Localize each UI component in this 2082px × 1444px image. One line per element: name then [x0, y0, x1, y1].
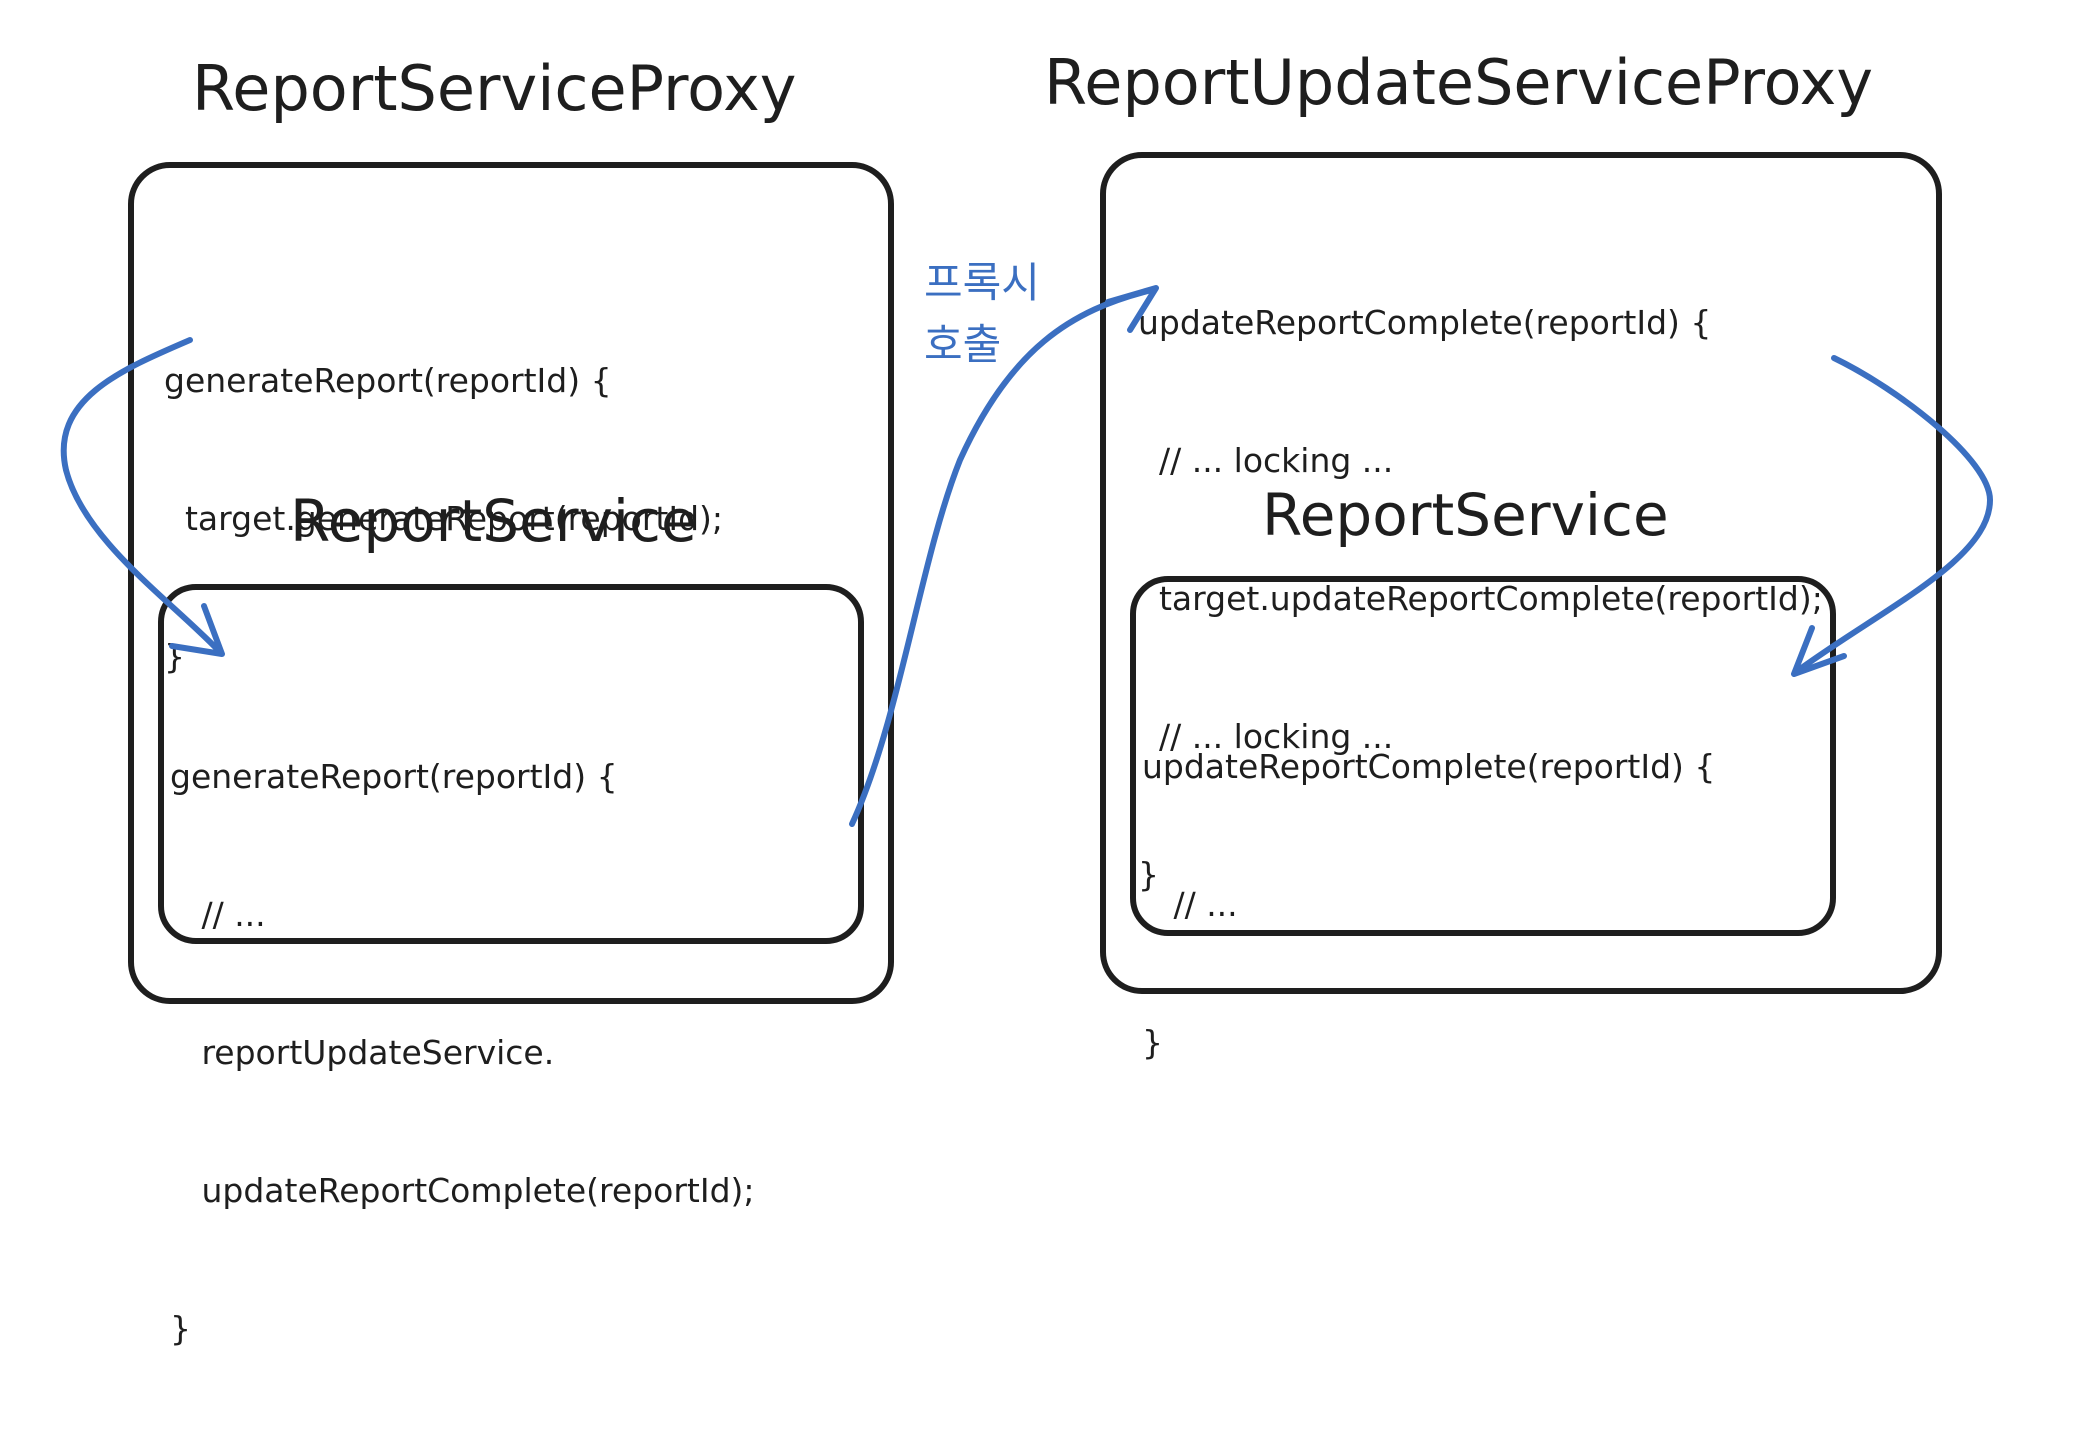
code-line: // ... locking ...: [1138, 717, 1394, 756]
code-line: target.updateReportComplete(reportId);: [1138, 579, 1823, 618]
right-service-code: updateReportComplete(reportId) { // ... …: [1142, 652, 1715, 1158]
arrow-service-to-update-proxy: [849, 287, 1155, 827]
code-line: updateReportComplete(reportId);: [170, 1171, 755, 1210]
left-panel-title: ReportServiceProxy: [192, 52, 797, 125]
arrow-update-proxy-to-service-head: [1791, 625, 1847, 677]
proxy-call-label-line: 호출: [924, 320, 1002, 369]
code-line: }: [170, 1309, 191, 1348]
code-line: // ...: [1142, 885, 1238, 924]
arrow-proxy-to-service: [60, 337, 221, 653]
arrow-proxy-to-service-head: [169, 603, 225, 657]
code-line: target.generateReport(reportId);: [164, 499, 724, 538]
code-line: reportUpdateService.: [170, 1033, 555, 1072]
code-line: }: [1138, 855, 1159, 894]
right-panel-title: ReportUpdateServiceProxy: [1044, 46, 1874, 119]
diagram: ReportServiceProxy generateReport(report…: [60, 46, 1994, 1348]
code-line: updateReportComplete(reportId) {: [1138, 303, 1712, 342]
arrow-update-proxy-to-service: [1793, 355, 1994, 675]
proxy-call-label: 프록시 호출: [924, 252, 1040, 376]
code-line: generateReport(reportId) {: [170, 757, 618, 796]
arrow-service-to-update-proxy-head: [1105, 285, 1159, 333]
code-line: }: [1142, 1023, 1163, 1062]
left-proxy-box: [128, 162, 894, 1004]
code-line: // ... locking ...: [1138, 441, 1394, 480]
proxy-call-label-line: 프록시: [924, 258, 1040, 307]
left-service-box: [158, 584, 864, 944]
code-line: generateReport(reportId) {: [164, 361, 612, 400]
right-service-box: [1130, 576, 1836, 936]
left-inner-title: ReportService: [290, 487, 697, 555]
code-line: // ...: [170, 895, 266, 934]
code-line: updateReportComplete(reportId) {: [1142, 747, 1716, 786]
right-inner-title: ReportService: [1262, 481, 1669, 549]
flow-arrows: [60, 285, 1994, 827]
right-proxy-code: updateReportComplete(reportId) { // ... …: [1138, 208, 1823, 990]
